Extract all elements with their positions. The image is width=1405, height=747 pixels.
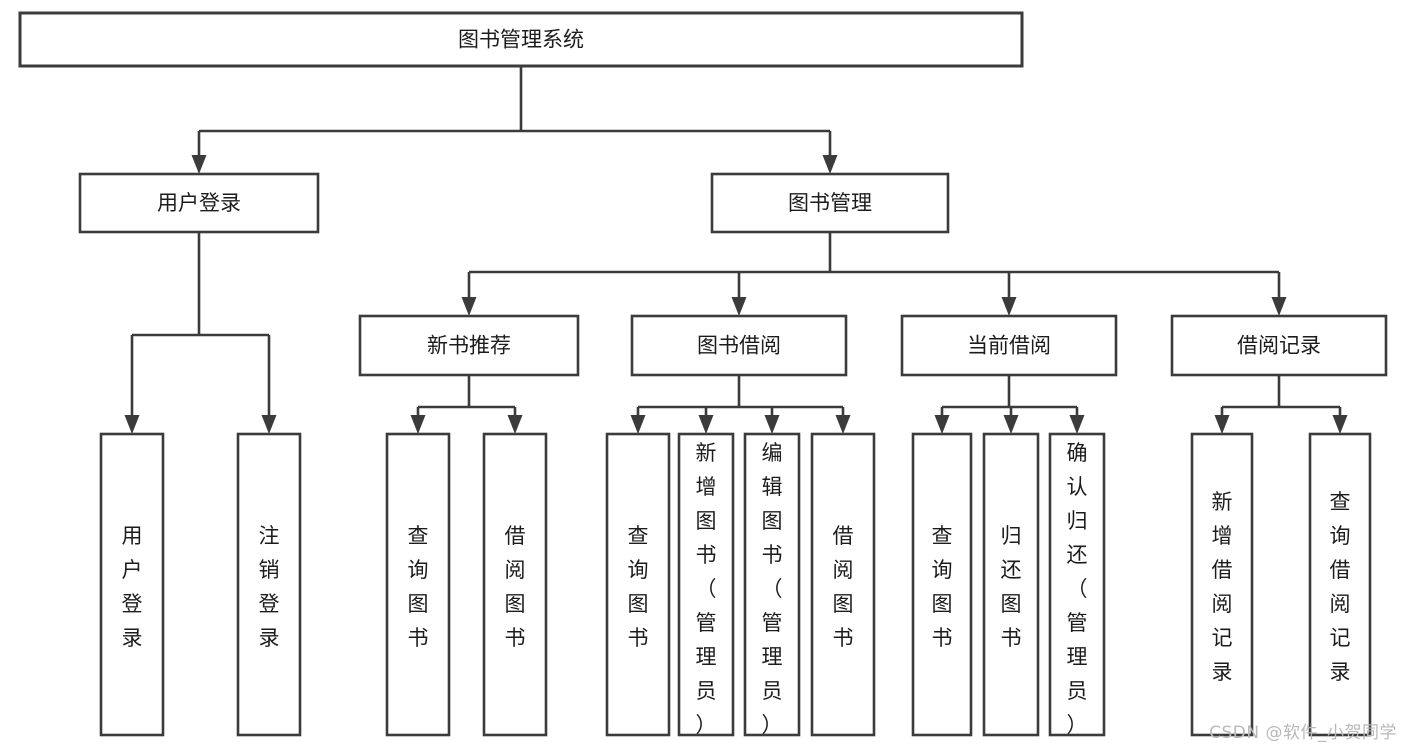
node-leaf-borrow-book[interactable]: 借阅图书 (810, 432, 876, 737)
arrow-head-icon (191, 155, 207, 174)
node-book-manage[interactable]: 图书管理 (710, 172, 950, 234)
node-box (810, 432, 876, 737)
node-label: 用户登录 (157, 191, 241, 215)
node-leaf-query-book-cur[interactable]: 查询图书 (911, 432, 973, 737)
node-borrow-record[interactable]: 借阅记录 (1170, 314, 1388, 377)
arrow-head-icon (630, 415, 646, 434)
node-box (18, 11, 1024, 68)
arrow-head-icon (124, 415, 140, 434)
node-leaf-add-record[interactable]: 新增借阅记录 (1190, 432, 1254, 737)
connector-current-borrow (934, 375, 1085, 434)
node-leaf-query-record[interactable]: 查询借阅记录 (1308, 432, 1372, 737)
connector-layer (124, 66, 1348, 434)
connector-new-book-recommend (410, 375, 523, 434)
node-layer: 图书管理系统用户登录图书管理新书推荐图书借阅当前借阅借阅记录用户登录注销登录查询… (18, 11, 1388, 737)
node-leaf-query-book-rec[interactable]: 查询图书 (385, 432, 451, 737)
connector-user-login (124, 232, 277, 434)
node-label: 新增借阅记录 (1212, 490, 1233, 684)
node-box (1170, 314, 1388, 377)
node-box (236, 432, 302, 737)
node-box (1190, 432, 1254, 737)
node-new-book-recommend[interactable]: 新书推荐 (358, 314, 580, 377)
node-label: 确认归还（管理员） (1067, 441, 1088, 737)
node-box (911, 432, 973, 737)
node-leaf-confirm-return[interactable]: 确认归还（管理员） (1048, 432, 1106, 737)
node-label: 查询借阅记录 (1330, 490, 1351, 684)
node-book-borrow[interactable]: 图书借阅 (630, 314, 848, 377)
node-box (677, 432, 735, 737)
arrow-head-icon (1214, 415, 1230, 434)
arrow-head-icon (698, 415, 714, 434)
node-box (605, 432, 671, 737)
node-label: 用户登录 (122, 524, 143, 650)
watermark-text: CSDN @软件_小贺同学 (1209, 723, 1397, 743)
arrow-head-icon (764, 415, 780, 434)
node-label: 查询图书 (408, 524, 429, 650)
connector-book-manage (461, 232, 1287, 316)
node-leaf-user-logout[interactable]: 注销登录 (236, 432, 302, 737)
node-label: 新增图书（管理员） (696, 441, 717, 737)
node-box (900, 314, 1118, 377)
node-box (99, 432, 165, 737)
arrow-head-icon (1001, 297, 1017, 316)
arrow-head-icon (731, 297, 747, 316)
node-current-borrow[interactable]: 当前借阅 (900, 314, 1118, 377)
connector-book-borrow (630, 375, 851, 434)
arrow-head-icon (1332, 415, 1348, 434)
node-box (630, 314, 848, 377)
node-label: 编辑图书（管理员） (762, 441, 783, 737)
arrow-head-icon (261, 415, 277, 434)
node-user-login[interactable]: 用户登录 (78, 172, 320, 234)
arrow-head-icon (822, 155, 838, 174)
node-label: 图书管理系统 (458, 28, 584, 52)
node-box (743, 432, 801, 737)
node-leaf-query-book-borrow[interactable]: 查询图书 (605, 432, 671, 737)
node-leaf-edit-book[interactable]: 编辑图书（管理员） (743, 432, 801, 737)
node-label: 图书管理 (788, 191, 872, 215)
node-root[interactable]: 图书管理系统 (18, 11, 1024, 68)
arrow-head-icon (1069, 415, 1085, 434)
connector-borrow-record (1214, 375, 1348, 434)
arrow-head-icon (410, 415, 426, 434)
node-box (358, 314, 580, 377)
arrow-head-icon (835, 415, 851, 434)
arrow-head-icon (507, 415, 523, 434)
node-box (78, 172, 320, 234)
node-box (982, 432, 1040, 737)
node-box (1308, 432, 1372, 737)
node-label: 归还图书 (1001, 524, 1022, 650)
node-label: 图书借阅 (697, 334, 781, 358)
node-label: 借阅图书 (505, 524, 526, 650)
node-label: 注销登录 (259, 524, 280, 650)
node-leaf-add-book[interactable]: 新增图书（管理员） (677, 432, 735, 737)
node-label: 借阅图书 (833, 524, 854, 650)
node-leaf-return-book[interactable]: 归还图书 (982, 432, 1040, 737)
arrow-head-icon (1271, 297, 1287, 316)
connector-root (191, 66, 838, 174)
node-box (385, 432, 451, 737)
node-label: 借阅记录 (1237, 334, 1321, 358)
arrow-head-icon (461, 297, 477, 316)
node-label: 当前借阅 (967, 334, 1051, 358)
node-box (710, 172, 950, 234)
node-label: 查询图书 (628, 524, 649, 650)
node-box (482, 432, 548, 737)
node-box (1048, 432, 1106, 737)
node-leaf-user-login[interactable]: 用户登录 (99, 432, 165, 737)
node-leaf-borrow-book-rec[interactable]: 借阅图书 (482, 432, 548, 737)
node-label: 新书推荐 (427, 334, 511, 358)
arrow-head-icon (934, 415, 950, 434)
node-label: 查询图书 (932, 524, 953, 650)
arrow-head-icon (1003, 415, 1019, 434)
